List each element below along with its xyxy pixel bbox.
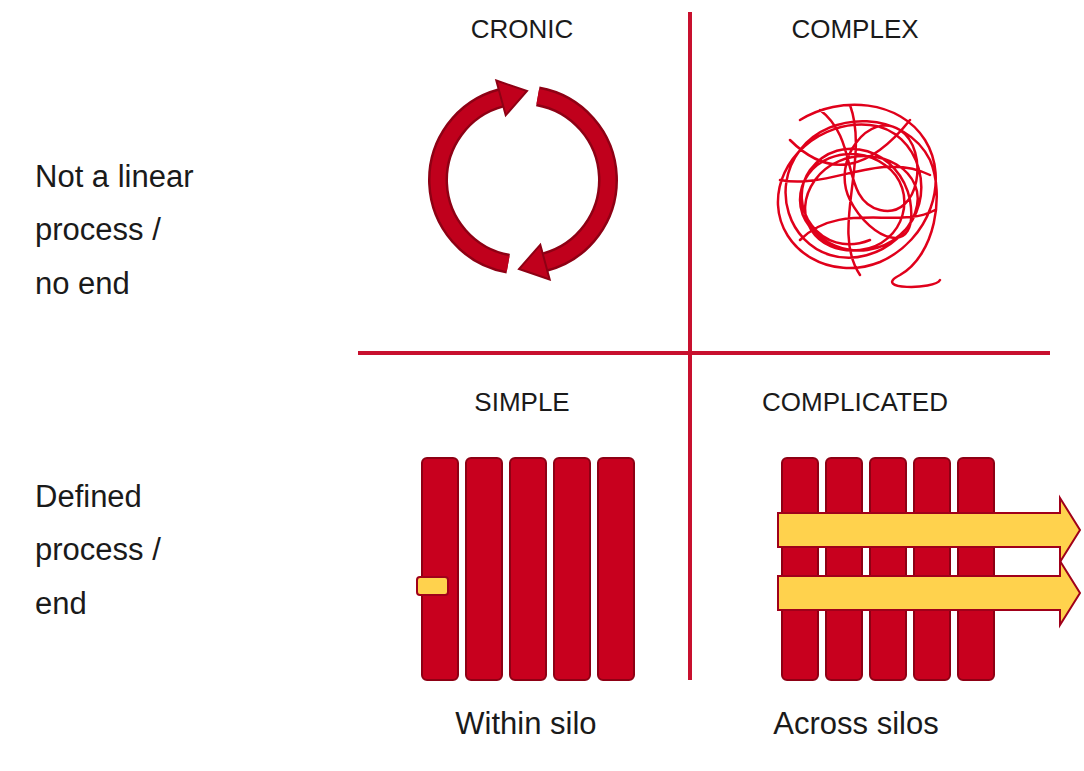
row-label: Not a linear process / no end [35,150,203,310]
cycle-symbol [438,81,608,280]
within-silo-marker [417,577,448,595]
quadrant-heading: SIMPLE [474,387,569,418]
across-silo-arrows [778,498,1080,625]
column-label: Within silo [455,706,596,742]
quadrant-heading: COMPLEX [791,14,918,45]
silo-bars [782,458,994,680]
quadrant-heading: CRONIC [471,14,574,45]
vertical-divider [688,12,692,680]
horizontal-divider [358,351,1050,355]
quadrant-heading: COMPLICATED [762,387,948,418]
row-label: Defined process / end [35,470,203,630]
silo-bars [422,458,634,680]
tangle-scribble [778,105,940,287]
column-label: Across silos [773,706,938,742]
